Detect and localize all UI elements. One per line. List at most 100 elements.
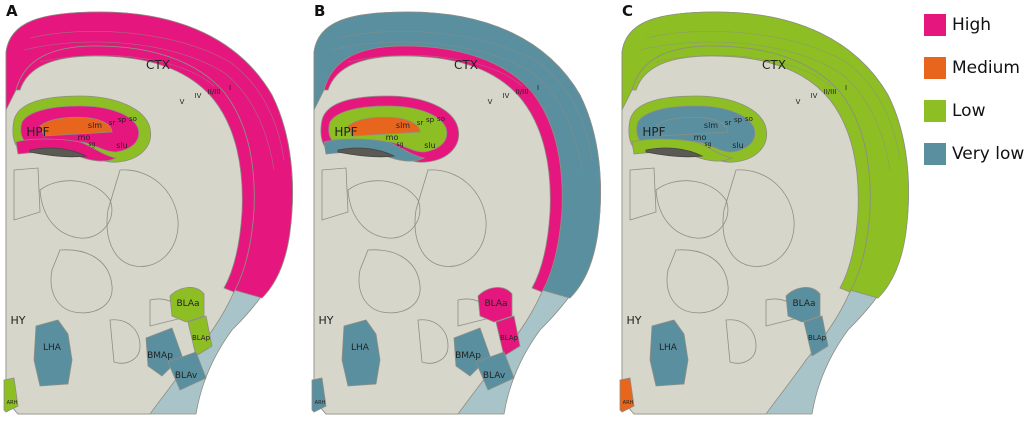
- label-blav: BLAv: [483, 371, 506, 381]
- lha-region: [341, 319, 381, 387]
- label-layer-i: I: [845, 84, 847, 92]
- legend-swatch-medium: [924, 57, 946, 79]
- label-sg: sg: [397, 141, 404, 148]
- cortical-layer-line-0: [337, 31, 593, 161]
- label-sr: sr: [725, 119, 732, 127]
- panel-letter-c: C: [622, 2, 633, 20]
- label-ctx: CTX: [762, 58, 786, 72]
- label-layer-i: I: [229, 84, 231, 92]
- cortical-layer-line-0: [29, 31, 285, 161]
- cortical-layer-line-2: [347, 55, 523, 87]
- label-sp: sp: [118, 116, 127, 124]
- label-sp: sp: [426, 116, 435, 124]
- blaa-region: [785, 287, 821, 323]
- subcortical-outline-2: [666, 249, 729, 314]
- label-arh: ARH: [623, 400, 634, 406]
- legend-swatch-very-low: [924, 143, 946, 165]
- subcortical-outline-1: [414, 169, 487, 267]
- legend-item-high: High: [924, 14, 1028, 36]
- label-so: so: [437, 115, 445, 123]
- panel-letter-a: A: [6, 2, 18, 20]
- label-blaa: BLAa: [176, 299, 199, 309]
- subcortical-outline-1: [722, 169, 795, 267]
- label-ctx: CTX: [454, 58, 478, 72]
- label-layer-ii-iii: II/III: [516, 88, 529, 96]
- arh-region: [311, 377, 327, 413]
- blap-region: [803, 315, 829, 357]
- blav-region: [167, 351, 207, 391]
- label-so: so: [129, 115, 137, 123]
- label-blap: BLAp: [808, 334, 827, 342]
- cortex-inner-band: [323, 45, 563, 293]
- label-sr: sr: [109, 119, 116, 127]
- label-blaa: BLAa: [792, 299, 815, 309]
- label-blav: BLAv: [175, 371, 198, 381]
- cortical-layer-line-1: [331, 41, 583, 171]
- ventricle: [337, 147, 396, 158]
- arh-region: [3, 377, 19, 413]
- label-layer-iv: IV: [811, 92, 818, 100]
- arh-region: [619, 377, 635, 413]
- label-layer-iv: IV: [503, 92, 510, 100]
- blaa-region: [169, 287, 205, 323]
- label-slm: slm: [396, 121, 410, 130]
- label-hy: HY: [319, 314, 334, 327]
- label-slm: slm: [704, 121, 718, 130]
- label-slu: slu: [116, 141, 127, 150]
- blap-region: [495, 315, 521, 357]
- subcortical-outline-5: [725, 319, 757, 364]
- ventricle: [645, 147, 704, 158]
- hpf-molecular-layer: [39, 116, 113, 137]
- label-mo: mo: [386, 133, 399, 142]
- label-sr: sr: [417, 119, 424, 127]
- legend-label-high: High: [952, 15, 992, 35]
- label-bmap: BMAp: [147, 351, 173, 361]
- subcortical-outline-5: [109, 319, 141, 364]
- label-hpf: HPF: [26, 125, 49, 139]
- label-layer-ii-iii: II/III: [208, 88, 221, 96]
- lha-region: [649, 319, 689, 387]
- label-blap: BLAp: [192, 334, 211, 342]
- label-sg: sg: [705, 141, 712, 148]
- subcortical-outline-3: [629, 167, 657, 221]
- subcortical-outline-3: [13, 167, 41, 221]
- label-layer-v: V: [796, 98, 801, 106]
- cortical-layer-line-0: [645, 31, 901, 161]
- subcortical-outline-5: [417, 319, 449, 364]
- cortical-layer-line-1: [639, 41, 891, 171]
- subcortical-outline-3: [321, 167, 349, 221]
- subcortical-outline-1: [106, 169, 179, 267]
- label-hpf: HPF: [642, 125, 665, 139]
- label-lha: LHA: [659, 343, 678, 353]
- legend: High Medium Low Very low: [924, 14, 1028, 186]
- hpf-molecular-layer: [347, 116, 421, 137]
- label-hy: HY: [627, 314, 642, 327]
- label-layer-ii-iii: II/III: [824, 88, 837, 96]
- cortex-inner-band: [631, 45, 871, 293]
- blap-region: [187, 315, 213, 357]
- legend-label-very-low: Very low: [952, 144, 1025, 164]
- panel-letter-b: B: [314, 2, 325, 20]
- lha-region: [33, 319, 73, 387]
- label-lha: LHA: [43, 343, 62, 353]
- label-hy: HY: [11, 314, 26, 327]
- label-layer-v: V: [488, 98, 493, 106]
- legend-item-low: Low: [924, 100, 1028, 122]
- label-blaa: BLAa: [484, 299, 507, 309]
- label-sg: sg: [89, 141, 96, 148]
- hpf-molecular-layer: [655, 116, 729, 137]
- label-bmap: BMAp: [455, 351, 481, 361]
- subcortical-outline-2: [358, 249, 421, 314]
- label-layer-v: V: [180, 98, 185, 106]
- label-mo: mo: [694, 133, 707, 142]
- label-slm: slm: [88, 121, 102, 130]
- legend-label-low: Low: [952, 101, 986, 121]
- cortical-layer-line-2: [655, 55, 831, 87]
- cortex-inner-band: [15, 45, 255, 293]
- label-so: so: [745, 115, 753, 123]
- legend-label-medium: Medium: [952, 58, 1020, 78]
- cortical-layer-line-1: [23, 41, 275, 171]
